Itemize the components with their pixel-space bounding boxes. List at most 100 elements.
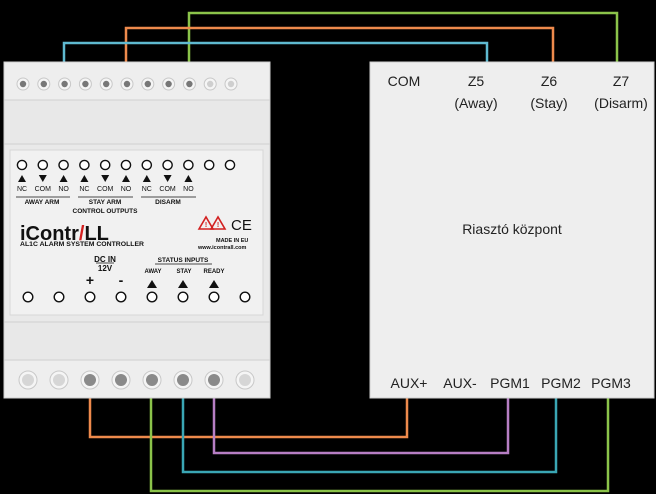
screw-head bbox=[103, 80, 110, 88]
model-name: AL1C ALARM SYSTEM CONTROLLER bbox=[20, 242, 145, 248]
controller-label-area bbox=[9, 149, 264, 316]
terminal-label: NO bbox=[58, 186, 69, 193]
input-terminal-hole bbox=[239, 291, 251, 303]
alarm-panel-box bbox=[369, 61, 655, 399]
output-terminal-hole bbox=[79, 159, 90, 171]
minus-label: - bbox=[119, 272, 124, 288]
made-in-label: MADE IN EU bbox=[216, 238, 248, 244]
screw-head bbox=[53, 374, 65, 386]
terminal-label: NC bbox=[79, 186, 89, 193]
bottom-screws bbox=[18, 370, 255, 390]
input-terminal-hole bbox=[84, 291, 96, 303]
panel-sublabel-away: (Away) bbox=[454, 95, 497, 111]
screw-head bbox=[19, 80, 27, 88]
panel-terminal-z6: Z6 bbox=[541, 73, 558, 89]
screw-head bbox=[165, 80, 172, 88]
screw-head bbox=[186, 80, 193, 88]
arrow-up-icon bbox=[209, 280, 219, 288]
svg-text:!: ! bbox=[205, 222, 207, 229]
output-terminal-hole bbox=[141, 159, 153, 171]
panel-terminal-pgm2: PGM2 bbox=[541, 375, 581, 391]
status-label-away: AWAY bbox=[144, 269, 161, 275]
output-terminals bbox=[16, 159, 236, 171]
terminal-label: NO bbox=[121, 186, 132, 193]
screw-head bbox=[207, 80, 214, 88]
output-terminal-hole bbox=[37, 159, 49, 171]
status-arrows bbox=[147, 280, 219, 288]
wire-pgm3 bbox=[149, 398, 610, 493]
ce-mark-icon: CE bbox=[231, 217, 252, 234]
terminal-arrows bbox=[18, 175, 193, 182]
panel-sublabel-disarm: (Disarm) bbox=[594, 95, 648, 111]
alarm-panel: COM Z5 Z6 Z7 (Away) (Stay) (Disarm) Rias… bbox=[369, 61, 655, 399]
input-terminal-hole bbox=[53, 291, 65, 303]
dc-in-label: DC IN bbox=[94, 255, 116, 264]
screw-head bbox=[239, 374, 251, 386]
screw-head bbox=[208, 374, 220, 386]
input-terminal-hole bbox=[146, 291, 158, 303]
group-label-away-arm: AWAY ARM bbox=[25, 199, 60, 206]
output-terminal-hole bbox=[58, 159, 69, 171]
bottom-terminal-strip bbox=[3, 359, 271, 399]
panel-terminal-z7: Z7 bbox=[613, 73, 630, 89]
screw-head bbox=[40, 80, 47, 88]
panel-title: Riasztó központ bbox=[462, 221, 562, 237]
arrow-up-icon bbox=[122, 175, 130, 182]
screw-head bbox=[82, 80, 89, 88]
plus-label: + bbox=[86, 272, 94, 288]
terminal-label: NC bbox=[17, 186, 27, 193]
screw-head bbox=[123, 80, 131, 88]
top-screws bbox=[16, 77, 238, 91]
screw-head bbox=[177, 374, 189, 386]
screw-head bbox=[84, 374, 96, 386]
screw-head bbox=[227, 80, 235, 88]
arrow-up-icon bbox=[142, 175, 151, 182]
arrow-down-icon bbox=[163, 175, 172, 182]
screw-head bbox=[61, 80, 68, 88]
output-terminal-hole bbox=[162, 159, 173, 171]
voltage-label: 12V bbox=[98, 264, 113, 273]
arrow-down-icon bbox=[101, 175, 110, 182]
output-terminal-hole bbox=[224, 159, 236, 171]
arrow-up-icon bbox=[178, 280, 188, 288]
arrow-up-icon bbox=[80, 175, 89, 182]
input-terminal-hole bbox=[177, 291, 189, 303]
bottom-wires bbox=[88, 398, 610, 493]
arrow-up-icon bbox=[59, 175, 68, 182]
wire-aux-plus bbox=[88, 398, 409, 439]
wire-pgm2 bbox=[181, 398, 558, 474]
input-terminal-hole bbox=[22, 291, 34, 303]
terminal-label: COM bbox=[97, 186, 114, 193]
output-terminal-hole bbox=[120, 159, 132, 171]
panel-terminal-aux-minus: AUX- bbox=[443, 375, 477, 391]
screw-head bbox=[146, 374, 158, 386]
status-label-stay: STAY bbox=[176, 269, 191, 275]
arrow-down-icon bbox=[38, 175, 47, 182]
output-terminal-hole bbox=[16, 159, 28, 171]
panel-terminal-z5: Z5 bbox=[468, 73, 485, 89]
website-label: www.icontrall.com bbox=[197, 245, 246, 251]
screw-head bbox=[144, 80, 151, 88]
input-terminal-hole bbox=[115, 291, 127, 303]
panel-sublabel-stay: (Stay) bbox=[530, 95, 567, 111]
input-terminal-hole bbox=[208, 291, 220, 303]
terminal-label: COM bbox=[35, 186, 52, 193]
arrow-up-icon bbox=[147, 280, 157, 288]
warning-triangle-icon: ! ! bbox=[197, 215, 227, 230]
svg-text:!: ! bbox=[217, 222, 219, 229]
panel-terminal-aux-plus: AUX+ bbox=[391, 375, 428, 391]
output-terminal-hole bbox=[203, 159, 215, 171]
group-label-stay-arm: STAY ARM bbox=[89, 199, 122, 206]
group-label-disarm: DISARM bbox=[155, 199, 181, 206]
wire-disarm bbox=[187, 11, 619, 85]
panel-terminal-com: COM bbox=[388, 73, 421, 89]
control-outputs-label: CONTROL OUTPUTS bbox=[73, 208, 139, 215]
screw-head bbox=[22, 374, 34, 386]
panel-terminal-pgm3: PGM3 bbox=[591, 375, 631, 391]
status-label-ready: READY bbox=[203, 269, 224, 275]
screw-head bbox=[115, 374, 127, 386]
panel-terminal-pgm1: PGM1 bbox=[490, 375, 530, 391]
input-terminals bbox=[22, 291, 251, 303]
